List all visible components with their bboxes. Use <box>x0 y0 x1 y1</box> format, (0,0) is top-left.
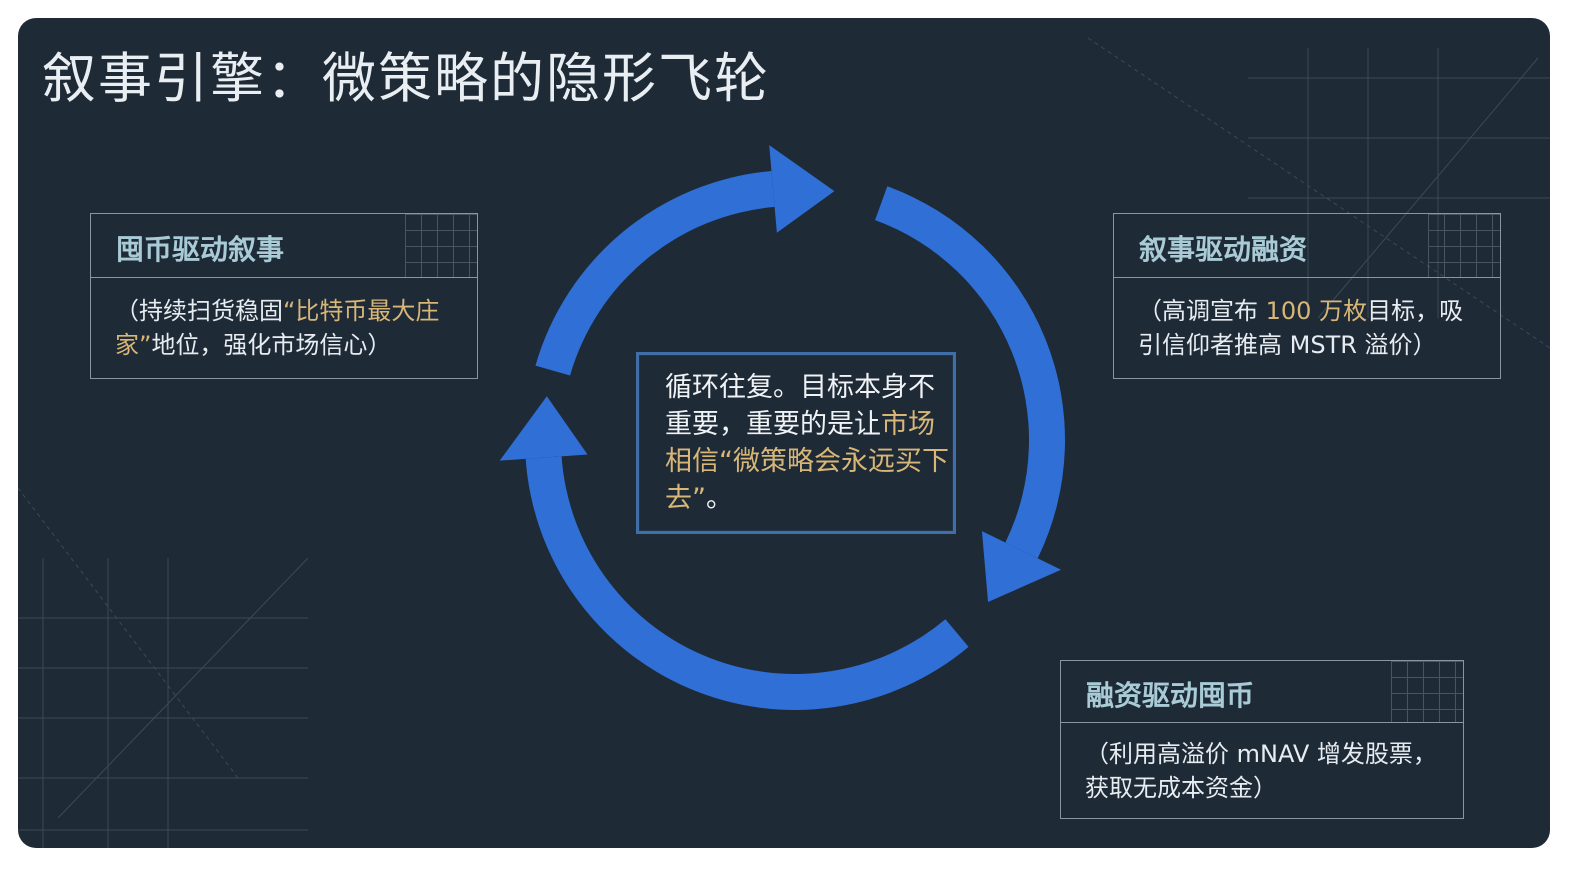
node-body: （利用高溢价 mNAV 增发股票，获取无成本资金） <box>1085 737 1449 805</box>
node-narrative-drives-financing: 叙事驱动融资 （高调宣布 100 万枚目标，吸引信仰者推高 MSTR 溢价） <box>1113 213 1501 379</box>
body-text: （持续扫货稳固 <box>115 297 283 325</box>
arrow-to-narrative-arc <box>535 171 775 376</box>
center-summary-box: 循环往复。目标本身不重要，重要的是让市场相信“微策略会永远买下去”。 <box>636 352 956 534</box>
center-highlight: 市场相信“微策略会永远买下去” <box>665 409 949 514</box>
node-heading: 叙事驱动融资 <box>1139 233 1308 266</box>
body-highlight: 100 万枚 <box>1265 297 1368 325</box>
arrow-to-hoard-arc <box>525 456 969 710</box>
node-financing-drives-hoard: 融资驱动囤币 （利用高溢价 mNAV 增发股票，获取无成本资金） <box>1060 660 1464 819</box>
body-text: （高调宣布 <box>1138 297 1266 325</box>
node-body: （高调宣布 100 万枚目标，吸引信仰者推高 MSTR 溢价） <box>1138 294 1486 362</box>
arrow-to-hoard-arrowhead-icon <box>499 396 588 461</box>
node-hoard-drives-narrative: 囤币驱动叙事 （持续扫货稳固“比特币最大庄家”地位，强化市场信心） <box>90 213 478 379</box>
node-heading: 融资驱动囤币 <box>1086 679 1255 712</box>
arrow-to-narrative-arrowhead-icon <box>769 145 835 233</box>
arrow-to-financing-arc <box>875 186 1065 559</box>
body-text: 地位，强化市场信心） <box>151 331 392 359</box>
body-text: 目标，吸引信仰者推高 MSTR 溢价） <box>1138 297 1464 359</box>
center-tail: 。 <box>706 483 733 514</box>
node-heading: 囤币驱动叙事 <box>116 233 285 266</box>
arrow-to-financing-arrowhead-icon <box>981 531 1062 602</box>
cycle-arrows <box>499 145 1065 710</box>
diagram-panel: 叙事引擎：微策略的隐形飞轮 囤币驱动叙事 （持续扫货稳固“比特币最大庄家”地位，… <box>18 18 1550 848</box>
node-body: （持续扫货稳固“比特币最大庄家”地位，强化市场信心） <box>115 294 463 362</box>
page-title: 叙事引擎：微策略的隐形飞轮 <box>42 47 770 110</box>
body-text: （利用高溢价 mNAV 增发股票，获取无成本资金） <box>1085 740 1437 802</box>
center-text: 循环往复。目标本身不重要，重要的是让 <box>665 372 935 440</box>
background-grid-decoration <box>18 37 1550 848</box>
body-highlight: “比特币最大庄家” <box>115 297 440 359</box>
